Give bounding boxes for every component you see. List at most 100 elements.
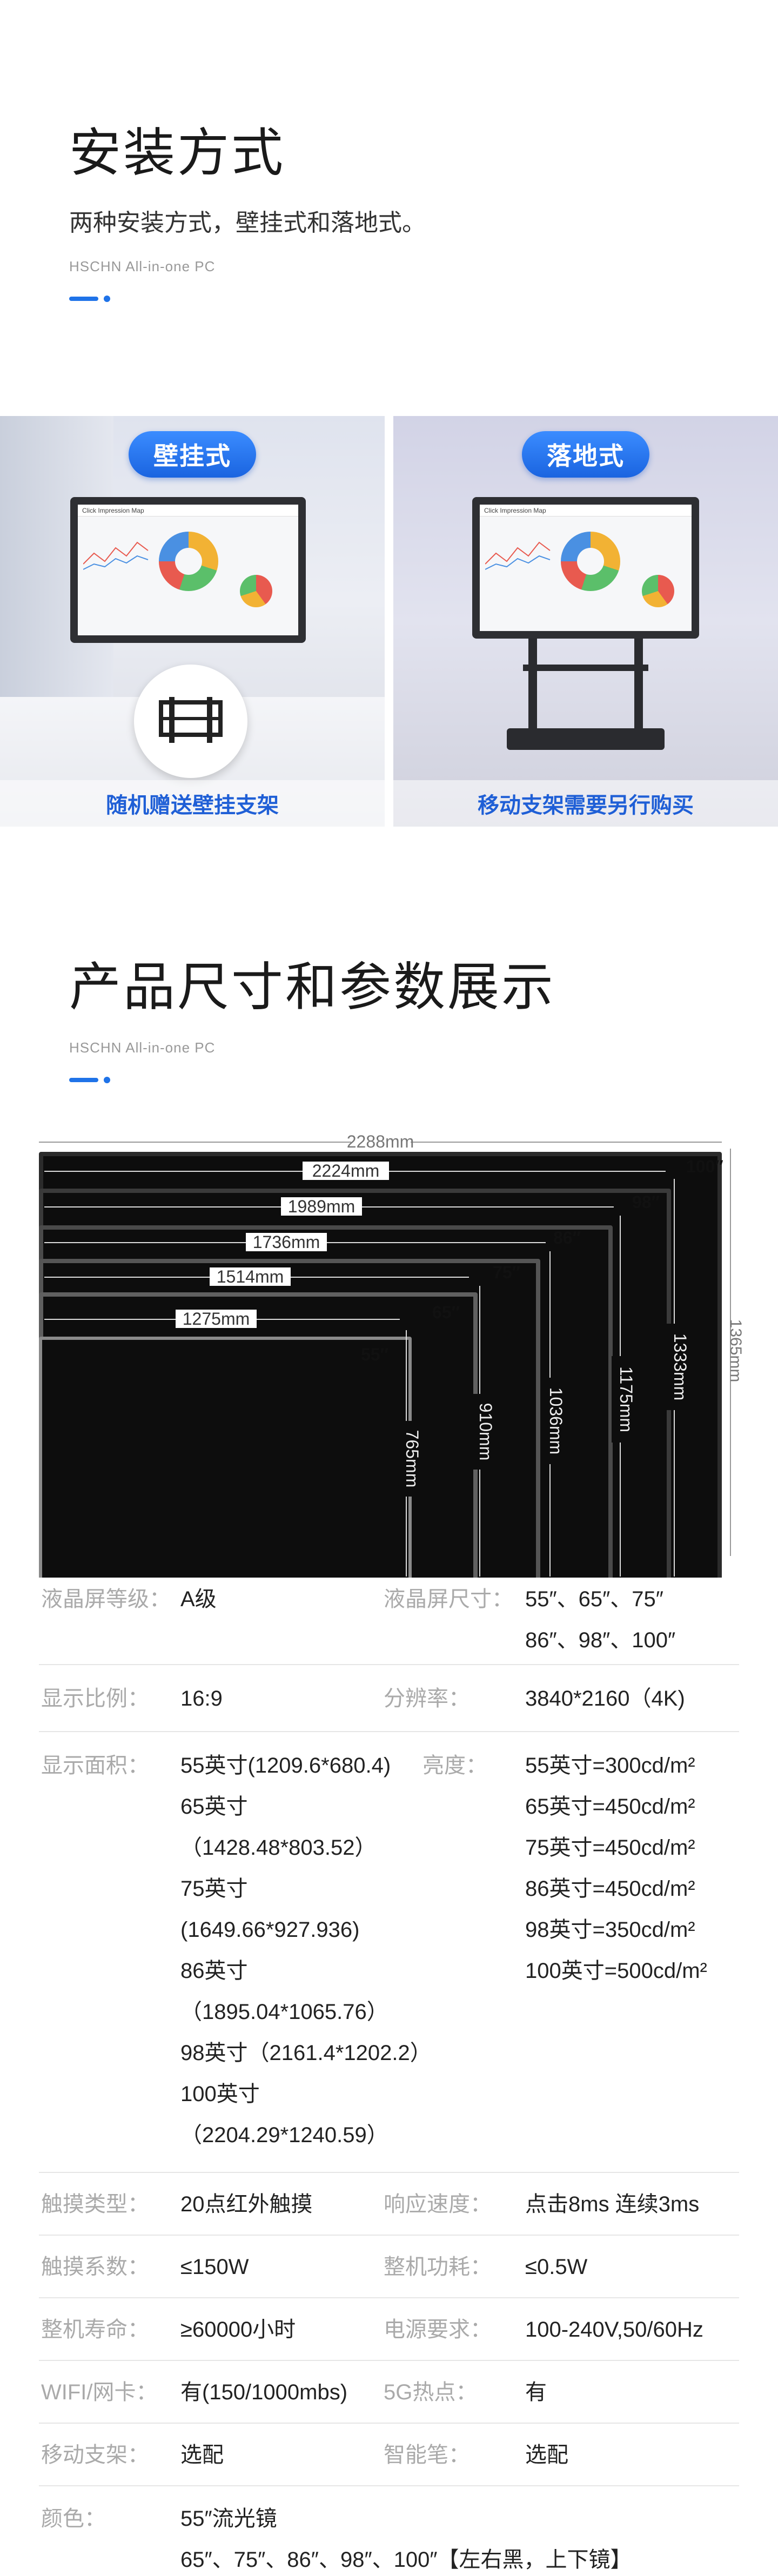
spec-row-wifi: WIFI/网卡： 有(150/1000mbs) 5G热点： 有 bbox=[39, 2361, 739, 2424]
spec-label: 液晶屏尺寸： bbox=[384, 1587, 513, 1611]
accent-divider bbox=[69, 1077, 555, 1083]
area-65: 65英寸（1428.48*803.52） bbox=[180, 1795, 377, 1860]
spec-label: 液晶屏等级： bbox=[41, 1587, 171, 1611]
model-86: 86″ bbox=[553, 1228, 581, 1247]
sizes-brand: HSCHN All-in-one PC bbox=[69, 1039, 216, 1056]
spec-value: 选配 bbox=[525, 2443, 568, 2467]
accent-divider bbox=[69, 296, 426, 302]
brightness-98: 98英寸=350cd/m² bbox=[525, 1918, 695, 1942]
spec-label: 整机寿命： bbox=[41, 2318, 149, 2342]
height-98: 1175mm bbox=[616, 1366, 636, 1432]
spec-label: 5G热点： bbox=[384, 2380, 478, 2404]
spec-label: 电源要求： bbox=[384, 2318, 492, 2342]
floor-display: Click Impression Map bbox=[472, 497, 699, 639]
spec-table: 液晶屏等级： A级 液晶屏尺寸： 55″、65″、75″ 86″、98″、100… bbox=[39, 1578, 739, 2576]
brightness-65: 65英寸=450cd/m² bbox=[525, 1795, 695, 1819]
display-screen: Click Impression Map bbox=[480, 505, 692, 631]
spec-row-lcd: 液晶屏等级： A级 液晶屏尺寸： 55″、65″、75″ 86″、98″、100… bbox=[39, 1578, 739, 1665]
spec-label: 显示面积： bbox=[41, 1754, 149, 1777]
spec-value: 3840*2160（4K) bbox=[525, 1687, 685, 1710]
area-55: 55英寸(1209.6*680.4) bbox=[180, 1754, 391, 1777]
install-brand: HSCHN All-in-one PC bbox=[69, 258, 216, 274]
spec-value: ≤150W bbox=[180, 2255, 249, 2279]
install-subtitle: 两种安装方式，壁挂式和落地式。 bbox=[69, 210, 426, 236]
sizes-title: 产品尺寸和参数展示 bbox=[69, 958, 555, 1016]
wall-mount-panel: Click Impression Map 壁挂式 随机赠送壁挂支架 bbox=[0, 416, 385, 827]
line-chart-icon bbox=[485, 541, 551, 570]
width-75: 1514mm bbox=[217, 1267, 284, 1286]
model-75: 75″ bbox=[493, 1263, 520, 1282]
spec-label: 触摸系数： bbox=[41, 2255, 149, 2279]
height-86: 1036mm bbox=[546, 1387, 566, 1455]
spec-label: 分辨率： bbox=[384, 1687, 470, 1710]
brightness-100: 100英寸=500cd/m² bbox=[525, 1959, 707, 1983]
model-98: 98″ bbox=[632, 1192, 660, 1212]
spec-value: 100-240V,50/60Hz bbox=[525, 2318, 703, 2342]
size-comparison-diagram: 2288mm 1365mm 2224mm 100″ 1989mm 98″ 173… bbox=[0, 1118, 778, 1584]
spec-value-line: 55″、65″、75″ bbox=[525, 1587, 663, 1611]
wall-bracket-badge bbox=[134, 665, 247, 778]
spec-value: ≥60000小时 bbox=[180, 2318, 296, 2342]
spec-row-power: 触摸系数： ≤150W 整机功耗： ≤0.5W bbox=[39, 2236, 739, 2298]
floor-stand-label: 落地式 bbox=[522, 431, 649, 478]
total-width-label: 2288mm bbox=[347, 1132, 414, 1151]
spec-label: 智能笔： bbox=[384, 2443, 470, 2467]
spec-row-accessories: 移动支架： 选配 智能笔： 选配 bbox=[39, 2424, 739, 2486]
line-chart-icon bbox=[83, 541, 149, 570]
spec-value: 点击8ms 连续3ms bbox=[525, 2192, 700, 2216]
screen-title: Click Impression Map bbox=[480, 505, 692, 516]
wall-mount-caption: 随机赠送壁挂支架 bbox=[0, 780, 385, 827]
spec-value: 55″流光镜 65″、75″、86″、98″、100″【左右黑，上下镜】 bbox=[180, 2498, 739, 2576]
spec-value: A级 bbox=[180, 1587, 217, 1611]
spec-row-ratio: 显示比例： 16:9 分辨率： 3840*2160（4K) bbox=[39, 1665, 739, 1732]
area-86: 86英寸（1895.04*1065.76） bbox=[180, 1959, 388, 2024]
pie-chart-icon bbox=[642, 575, 674, 607]
spec-value-line: 86″、98″、100″ bbox=[525, 1628, 676, 1652]
spec-row-color: 颜色： 55″流光镜 65″、75″、86″、98″、100″【左右黑，上下镜】 bbox=[39, 2486, 739, 2576]
width-98: 1989mm bbox=[288, 1197, 356, 1216]
spec-label: WIFI/网卡： bbox=[41, 2380, 158, 2404]
install-header: 安装方式 两种安装方式，壁挂式和落地式。 HSCHN All-in-one PC bbox=[69, 128, 426, 302]
spec-label: 整机功耗： bbox=[384, 2255, 492, 2279]
spec-label: 响应速度： bbox=[384, 2192, 492, 2216]
width-86: 1736mm bbox=[253, 1232, 320, 1252]
spec-label: 亮度： bbox=[422, 1754, 487, 1777]
spec-label: 颜色： bbox=[41, 2507, 106, 2531]
spec-row-life: 整机寿命： ≥60000小时 电源要求： 100-240V,50/60Hz bbox=[39, 2298, 739, 2361]
brightness-55: 55英寸=300cd/m² bbox=[525, 1754, 695, 1777]
model-55: 55″ bbox=[361, 1345, 388, 1364]
model-65: 65″ bbox=[432, 1303, 460, 1322]
stand-crossbar bbox=[523, 665, 648, 671]
height-65: 765mm bbox=[403, 1430, 422, 1488]
display-screen: Click Impression Map bbox=[78, 505, 298, 635]
spec-value: 16:9 bbox=[180, 1687, 223, 1710]
stand-pole-right bbox=[634, 639, 643, 730]
spec-label: 显示比例： bbox=[41, 1687, 149, 1710]
spec-value: ≤0.5W bbox=[525, 2255, 588, 2279]
sizes-header: 产品尺寸和参数展示 HSCHN All-in-one PC bbox=[69, 962, 555, 1083]
spec-value: 55英寸=300cd/m² 65英寸=450cd/m² 75英寸=450cd/m… bbox=[525, 1745, 739, 2156]
brightness-86: 86英寸=450cd/m² bbox=[525, 1877, 695, 1901]
wall-mount-label: 壁挂式 bbox=[129, 431, 256, 478]
spec-row-touch: 触摸类型： 20点红外触摸 响应速度： 点击8ms 连续3ms bbox=[39, 2173, 739, 2236]
stand-base bbox=[507, 728, 665, 750]
spec-label: 触摸类型： bbox=[41, 2192, 149, 2216]
spec-value: 有 bbox=[525, 2380, 547, 2404]
install-title: 安装方式 bbox=[69, 124, 285, 182]
width-65: 1275mm bbox=[183, 1309, 250, 1329]
spec-value: 选配 bbox=[180, 2443, 224, 2467]
stand-pole-left bbox=[528, 639, 537, 730]
area-98: 98英寸（2161.4*1202.2） bbox=[180, 2041, 432, 2065]
spec-value: 55英寸(1209.6*680.4) 65英寸（1428.48*803.52） … bbox=[180, 1745, 432, 2156]
width-100: 2224mm bbox=[312, 1161, 380, 1180]
screen-title: Click Impression Map bbox=[78, 505, 298, 516]
spec-row-area: 显示面积： 55英寸(1209.6*680.4) 65英寸（1428.48*80… bbox=[39, 1732, 739, 2173]
spec-value: 55″、65″、75″ 86″、98″、100″ bbox=[525, 1579, 739, 1661]
spec-label: 移动支架： bbox=[41, 2443, 149, 2467]
total-height-label: 1365mm bbox=[727, 1319, 745, 1383]
floor-stand-caption: 移动支架需要另行购买 bbox=[393, 780, 778, 827]
color-55: 55″流光镜 bbox=[180, 2507, 277, 2531]
pie-chart-icon bbox=[240, 575, 272, 607]
height-100: 1333mm bbox=[670, 1333, 690, 1401]
floor-stand-panel: Click Impression Map 落地式 移动支架需要另行购买 bbox=[393, 416, 778, 827]
